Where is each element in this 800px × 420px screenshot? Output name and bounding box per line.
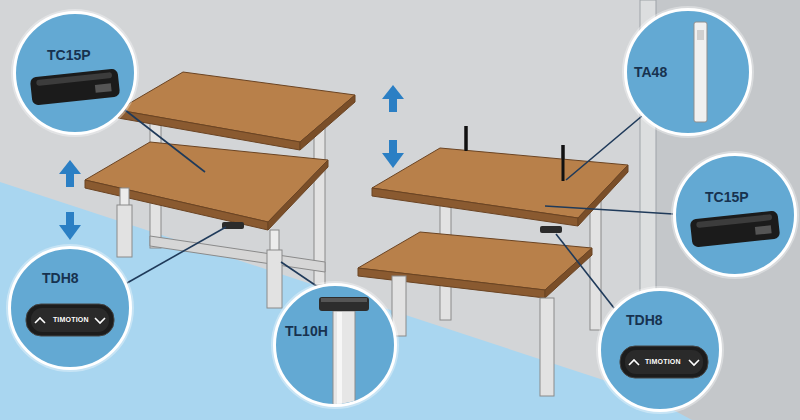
part-icon bbox=[8, 246, 132, 370]
callout-circle: TDH8TiMOTION bbox=[8, 246, 132, 370]
up-arrow bbox=[382, 85, 404, 99]
part-label: TA48 bbox=[634, 64, 667, 81]
desktop-edge bbox=[545, 248, 592, 298]
column-body bbox=[333, 311, 355, 407]
part-label: TDH8 bbox=[626, 312, 663, 329]
desktop-edge bbox=[578, 165, 628, 226]
leader-line bbox=[566, 116, 642, 180]
part-icon bbox=[598, 288, 722, 412]
antenna bbox=[465, 126, 468, 151]
callout-circle: TDH8TiMOTION bbox=[598, 288, 722, 412]
leader-line bbox=[556, 234, 614, 308]
handset-body bbox=[620, 346, 708, 378]
antenna-icon bbox=[694, 22, 707, 122]
control-box bbox=[30, 68, 120, 105]
down-arrow bbox=[59, 225, 81, 240]
up-arrow bbox=[59, 160, 81, 174]
arrow-shaft bbox=[389, 99, 397, 112]
desk-crossbar bbox=[150, 236, 325, 272]
part-icon bbox=[273, 283, 397, 407]
handset-icon bbox=[26, 304, 114, 336]
logo-text: TiMOTION bbox=[53, 316, 89, 324]
callout-circle: TL10H bbox=[273, 283, 397, 407]
leader-lines bbox=[125, 110, 673, 308]
antenna bbox=[562, 145, 565, 181]
box-ridge bbox=[36, 72, 112, 86]
arrow-shaft bbox=[66, 212, 74, 225]
antenna bbox=[562, 145, 565, 181]
leader-line bbox=[127, 227, 226, 283]
desktop-edge bbox=[300, 95, 355, 150]
callout-circle: TC15P bbox=[673, 153, 797, 277]
right-desk bbox=[358, 126, 628, 396]
leader-line bbox=[281, 262, 318, 287]
part-icon bbox=[13, 11, 137, 135]
callout-circle: TC15P bbox=[13, 11, 137, 135]
plate-highlight bbox=[321, 298, 367, 302]
arrow-shaft bbox=[66, 174, 74, 187]
antenna-detail bbox=[697, 30, 704, 40]
arrow-shaft bbox=[389, 140, 397, 153]
desk-leg bbox=[267, 250, 282, 308]
desktop-edge bbox=[372, 188, 578, 226]
leader-line bbox=[125, 110, 205, 172]
lifting-column bbox=[319, 297, 369, 407]
column-highlight bbox=[337, 312, 342, 407]
down-button bbox=[689, 360, 699, 365]
up-button bbox=[629, 360, 639, 365]
up-button bbox=[35, 318, 45, 323]
box-body bbox=[690, 210, 780, 247]
desktop-edge bbox=[268, 160, 328, 230]
part-label: TC15P bbox=[705, 189, 749, 206]
antenna-body bbox=[694, 22, 707, 122]
part-label: TDH8 bbox=[42, 270, 79, 287]
box-body bbox=[30, 68, 120, 105]
desktop-edge bbox=[85, 180, 268, 230]
desk-leg bbox=[540, 298, 554, 396]
desk-leg bbox=[117, 205, 132, 257]
top-plate bbox=[319, 297, 369, 311]
down-arrow bbox=[382, 153, 404, 168]
handset-body bbox=[26, 304, 114, 336]
desktop-edge bbox=[118, 110, 300, 150]
antenna bbox=[465, 126, 468, 151]
down-button bbox=[95, 318, 105, 323]
handset-face bbox=[31, 308, 109, 332]
box-port bbox=[755, 225, 772, 235]
part-icon bbox=[673, 153, 797, 277]
callout-circle: TA48 bbox=[624, 8, 752, 136]
leader-line bbox=[545, 206, 673, 214]
part-label: TC15P bbox=[47, 47, 91, 64]
control-box bbox=[690, 210, 780, 247]
part-label: TL10H bbox=[285, 323, 328, 340]
handset bbox=[540, 226, 562, 233]
logo-text: TiMOTION bbox=[645, 358, 681, 366]
box-port bbox=[95, 83, 112, 93]
leg-column bbox=[270, 230, 279, 252]
desktop-edge bbox=[358, 268, 545, 298]
handset-face bbox=[625, 350, 703, 374]
box-ridge bbox=[696, 214, 772, 228]
handset-icon bbox=[620, 346, 708, 378]
